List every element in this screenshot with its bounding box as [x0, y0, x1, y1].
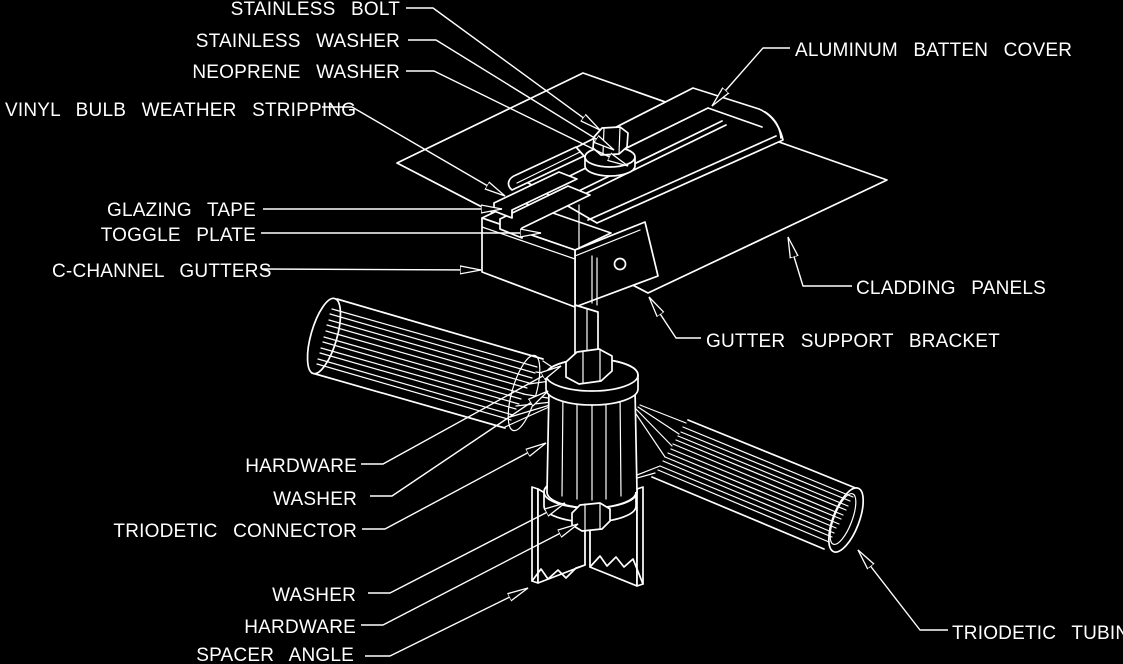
label-cladding-panels: CLADDING PANELS: [856, 278, 1046, 299]
label-washer-lower: WASHER: [272, 585, 356, 606]
tube-right-connector-fan: [629, 404, 687, 481]
label-hardware-upper: HARDWARE: [245, 456, 357, 477]
hardware-nut-lower: [571, 502, 611, 532]
tube-left-stripes: [316, 308, 538, 421]
leader-spacer-angle: [365, 587, 528, 657]
label-stainless-bolt: STAINLESS BOLT: [231, 0, 401, 20]
leader-triodetic-tubing: [858, 550, 948, 631]
tube-left-end-cap: [306, 297, 342, 375]
callout-labels: STAINLESS BOLT STAINLESS WASHER NEOPRENE…: [5, 0, 1123, 664]
leader-washer-upper: [370, 391, 548, 497]
label-hardware-lower: HARDWARE: [244, 617, 356, 638]
leader-vinyl-bulb: [322, 106, 505, 196]
label-toggle-plate: TOGGLE PLATE: [101, 225, 256, 246]
spacer-break-lines: [531, 555, 644, 585]
leader-hardware-lower: [361, 524, 578, 626]
label-aluminum-batten-cover: ALUMINUM BATTEN COVER: [795, 40, 1072, 61]
lower-nut-facets: [584, 502, 601, 531]
label-glazing-tape: GLAZING TAPE: [107, 200, 256, 221]
triodetic-connector-cylinder: [546, 388, 638, 509]
bracket-fold-lines: [574, 204, 641, 306]
tube-right-edges: [651, 419, 859, 550]
upper-nut-facets: [582, 348, 601, 384]
leader-stainless-bolt: [406, 7, 600, 130]
cylinder-ribs: [561, 391, 622, 501]
cylinder-side-edges: [546, 388, 638, 493]
leader-washer-lower: [368, 503, 565, 594]
tube-right-body: [652, 420, 858, 549]
bracket-hole: [613, 257, 627, 271]
vinyl-bulb-inner-line: [516, 151, 581, 184]
label-spacer-angle: SPACER ANGLE: [196, 645, 354, 664]
leader-stainless-washer: [408, 39, 614, 150]
triodetic-tube-right: [629, 404, 865, 553]
leader-neoprene-washer: [406, 70, 628, 167]
label-triodetic-tubing: TRIODETIC TUBING: [952, 623, 1123, 644]
leader-c-channel-gutters: [261, 269, 481, 270]
triodetic-tube-left: [306, 297, 562, 432]
spacer-left-plate: [531, 486, 539, 584]
tube-right-end-cap: [827, 487, 865, 553]
lower-nut-shape: [571, 502, 611, 532]
label-c-channel-gutters: C-CHANNEL GUTTERS: [52, 261, 272, 282]
label-stainless-washer: STAINLESS WASHER: [196, 31, 400, 52]
label-washer-upper: WASHER: [273, 489, 357, 510]
glazing-stack: [493, 146, 591, 239]
label-vinyl-bulb-weather-stripping: VINYL BULB WEATHER STRIPPING: [5, 100, 356, 121]
leader-gutter-support-bracket: [649, 297, 701, 339]
label-gutter-support-bracket: GUTTER SUPPORT BRACKET: [706, 331, 1000, 352]
leader-aluminum-batten-cover: [712, 47, 790, 106]
tube-right-stripes: [657, 426, 854, 543]
label-neoprene-washer: NEOPRENE WASHER: [192, 62, 400, 83]
leader-triodetic-connector: [362, 443, 546, 530]
tube-left-edges: [311, 298, 544, 429]
leader-hardware-upper: [361, 366, 561, 465]
label-triodetic-connector: TRIODETIC CONNECTOR: [113, 521, 357, 542]
leader-lines: [261, 7, 948, 657]
leader-cladding-panels: [787, 237, 852, 287]
hardware-nut-upper: [565, 348, 613, 385]
